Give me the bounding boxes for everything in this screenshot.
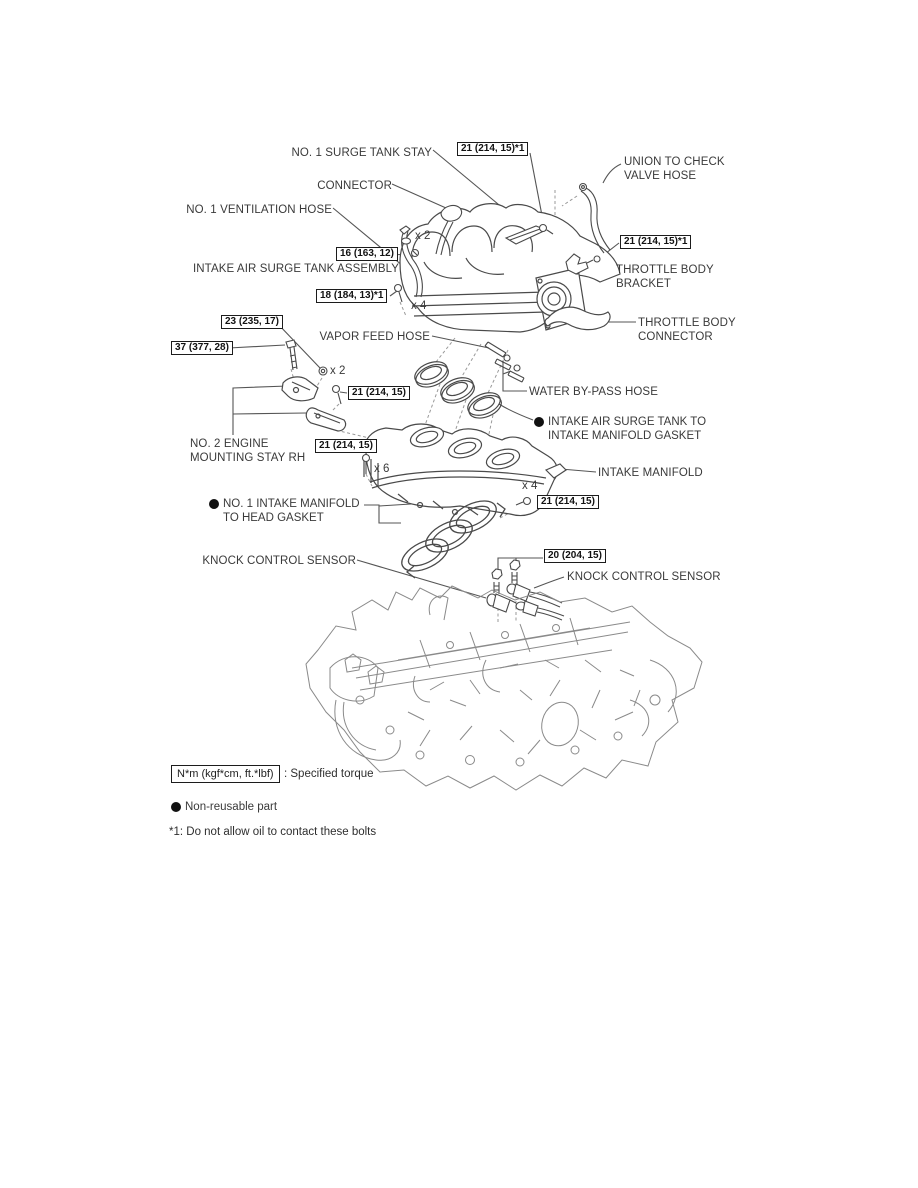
label-intake-air-surge-tank-assembly: INTAKE AIR SURGE TANK ASSEMBLY <box>192 263 399 275</box>
label-water-bypass-hose: WATER BY-PASS HOSE <box>529 386 658 398</box>
label-knock-control-sensor-left: KNOCK CONTROL SENSOR <box>202 555 356 567</box>
multiplier-x6: x 6 <box>374 463 390 475</box>
torque-box-21-c: 21 (214, 15) <box>537 495 599 509</box>
vapor-feed-hose-part <box>484 341 507 358</box>
intake-air-surge-tank <box>399 203 621 333</box>
engine-assembly-sketch <box>305 585 703 791</box>
torque-box-21-star-top: 21 (214, 15)*1 <box>457 142 529 156</box>
label-union-to-check-valve-hose: UNION TO CHECK VALVE HOSE <box>624 156 725 182</box>
union-check-valve-hose-part <box>578 182 611 254</box>
label-no2-engine-mounting-stay: NO. 2 ENGINE MOUNTING STAY RH <box>190 438 306 464</box>
non-reusable-bullet-icon <box>171 802 181 812</box>
multiplier-x2-mid: x 2 <box>330 365 346 377</box>
label-no1-manifold-to-head-gasket: NO. 1 INTAKE MANIFOLD TO HEAD GASKET <box>209 497 360 525</box>
surge-to-manifold-gaskets <box>414 361 502 419</box>
legend-note1: *1: Do not allow oil to contact these bo… <box>169 826 377 838</box>
torque-box-21-star-right: 21 (214, 15)*1 <box>620 235 692 249</box>
label-no1-ventilation-hose: NO. 1 VENTILATION HOSE <box>186 204 332 216</box>
intake-manifold-part <box>363 423 567 517</box>
water-bypass-hose-parts <box>494 354 525 383</box>
throttle-body-bracket-part <box>565 253 589 275</box>
label-no1-surge-tank-stay: NO. 1 SURGE TANK STAY <box>291 147 432 159</box>
legend-torque-desc: : Specified torque <box>284 768 374 780</box>
label-intake-manifold: INTAKE MANIFOLD <box>598 467 703 479</box>
torque-box-16: 16 (163, 12) <box>336 247 398 261</box>
label-connector: CONNECTOR <box>317 180 392 192</box>
label-throttle-body-bracket: THROTTLE BODY BRACKET <box>616 264 714 290</box>
ventilation-hose-part <box>399 225 423 298</box>
legend-non-reusable: Non-reusable part <box>171 800 277 814</box>
label-vapor-feed-hose: VAPOR FEED HOSE <box>319 331 430 343</box>
throttle-body-connector-part <box>544 306 611 331</box>
legend-torque-unit-box: N*m (kgf*cm, ft.*lbf) <box>171 765 280 783</box>
non-reusable-bullet-icon <box>209 499 219 509</box>
connector-part <box>435 204 463 256</box>
fasteners <box>285 223 601 594</box>
torque-box-23: 23 (235, 17) <box>221 315 283 329</box>
non-reusable-bullet-icon <box>534 417 544 427</box>
head-gasket-part <box>401 500 506 579</box>
label-throttle-body-connector: THROTTLE BODY CONNECTOR <box>638 317 736 343</box>
label-surge-tank-to-manifold-gasket: INTAKE AIR SURGE TANK TO INTAKE MANIFOLD… <box>534 415 706 443</box>
torque-box-21-a: 21 (214, 15) <box>348 386 410 400</box>
torque-box-20: 20 (204, 15) <box>544 549 606 563</box>
torque-box-37: 37 (377, 28) <box>171 341 233 355</box>
multiplier-x4-right: x 4 <box>522 480 538 492</box>
multiplier-x2-top: x 2 <box>415 230 431 242</box>
torque-box-18: 18 (184, 13)*1 <box>316 289 388 303</box>
label-knock-control-sensor-right: KNOCK CONTROL SENSOR <box>567 571 721 583</box>
engine-mounting-stay-parts <box>281 376 347 432</box>
multiplier-x4-top: x 4 <box>411 300 427 312</box>
torque-box-21-b: 21 (214, 15) <box>315 439 377 453</box>
